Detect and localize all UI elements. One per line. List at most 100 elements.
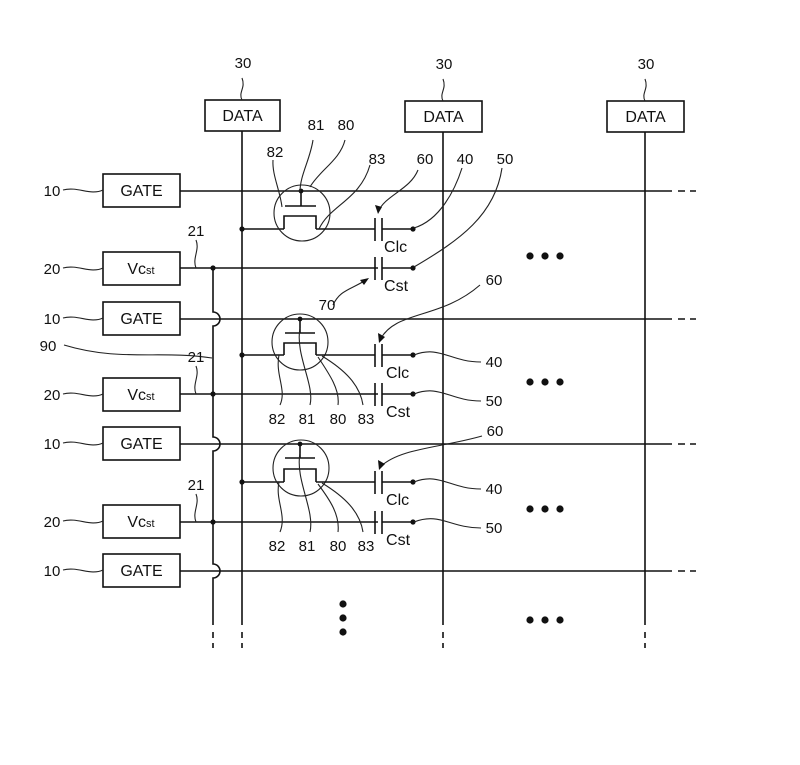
gate-label: GATE bbox=[120, 436, 162, 453]
junction-dot bbox=[298, 317, 303, 322]
ref-50: 50 bbox=[486, 393, 503, 410]
ref-50: 50 bbox=[497, 151, 514, 168]
cst-capacitor: Cst bbox=[375, 511, 416, 549]
data-block-3: DATA 30 bbox=[607, 56, 684, 132]
ref-40: 40 bbox=[486, 354, 503, 371]
ref-83: 83 bbox=[358, 538, 375, 555]
leader-40 bbox=[414, 352, 481, 362]
ellipsis-dot bbox=[541, 252, 548, 259]
tft bbox=[274, 185, 330, 241]
data-label: DATA bbox=[423, 109, 464, 126]
leader-83 bbox=[322, 356, 363, 405]
leader-50 bbox=[414, 391, 481, 401]
ref-81: 81 bbox=[299, 538, 316, 555]
junction-dot bbox=[299, 189, 304, 194]
clc-label: Clc bbox=[386, 365, 409, 382]
leader-82 bbox=[278, 482, 282, 532]
gate-label: GATE bbox=[120, 183, 162, 200]
ref-60: 60 bbox=[417, 151, 434, 168]
ellipsis-dot bbox=[526, 616, 533, 623]
ref-80: 80 bbox=[338, 117, 355, 134]
cst-label: Cst bbox=[386, 532, 411, 549]
ref-10: 10 bbox=[44, 563, 61, 580]
leader-10 bbox=[63, 189, 103, 192]
leader-81 bbox=[299, 453, 311, 532]
ref-30: 30 bbox=[436, 56, 453, 73]
ref-21: 21 bbox=[188, 477, 205, 494]
ref-60: 60 bbox=[487, 423, 504, 440]
data-label: DATA bbox=[222, 108, 263, 125]
junction-dot bbox=[210, 519, 215, 524]
ellipsis-row-3 bbox=[526, 505, 563, 512]
leader-50 bbox=[414, 168, 502, 267]
ellipsis-dot bbox=[339, 628, 346, 635]
leader-30 bbox=[241, 78, 243, 100]
pixel-1: Clc Cst 82 81 80 83 60 40 50 70 bbox=[239, 117, 513, 314]
channel bbox=[284, 216, 316, 229]
ellipsis-dot bbox=[526, 252, 533, 259]
ref-10: 10 bbox=[44, 436, 61, 453]
gate-row-1: GATE 10 bbox=[44, 174, 696, 207]
data-block-1: DATA 30 bbox=[205, 55, 280, 131]
cst-label: Cst bbox=[384, 278, 409, 295]
leader-10 bbox=[63, 442, 103, 445]
ref-20: 20 bbox=[44, 261, 61, 278]
leader-83 bbox=[319, 165, 370, 229]
junction-dot bbox=[298, 442, 303, 447]
arrowhead bbox=[378, 460, 385, 470]
data-block-2: DATA 30 bbox=[405, 56, 482, 132]
clc-capacitor: Clc bbox=[375, 471, 416, 509]
ref-81: 81 bbox=[308, 117, 325, 134]
cst-capacitor: Cst bbox=[375, 383, 416, 421]
gate-label: GATE bbox=[120, 311, 162, 328]
ellipsis-dot bbox=[556, 252, 563, 259]
gate-row-3: GATE 10 bbox=[44, 427, 696, 460]
ellipsis-dot bbox=[526, 505, 533, 512]
ref-90: 90 bbox=[40, 338, 57, 355]
ref-30: 30 bbox=[638, 56, 655, 73]
junction-dot bbox=[239, 352, 244, 357]
ref-30: 30 bbox=[235, 55, 252, 72]
gate-row-4: GATE 10 bbox=[44, 554, 696, 587]
cst-capacitor: Cst bbox=[375, 257, 416, 295]
ellipsis-dot bbox=[556, 378, 563, 385]
ref-70: 70 bbox=[319, 297, 336, 314]
ref-20: 20 bbox=[44, 514, 61, 531]
leader-83 bbox=[322, 483, 363, 532]
ellipsis-row-4 bbox=[526, 616, 563, 623]
leader-50 bbox=[414, 519, 481, 528]
ellipsis-dot bbox=[541, 616, 548, 623]
ellipsis-dot bbox=[541, 505, 548, 512]
leader-60 bbox=[380, 436, 482, 467]
clc-label: Clc bbox=[384, 239, 407, 256]
leader-10 bbox=[63, 317, 103, 320]
leader-21 bbox=[195, 494, 197, 522]
tft bbox=[272, 314, 328, 370]
junction-dot bbox=[210, 391, 215, 396]
leader-40 bbox=[414, 168, 462, 228]
junction-dot bbox=[210, 265, 215, 270]
clc-capacitor: Clc bbox=[375, 344, 416, 382]
pixel-2: Clc Cst 82 81 80 83 60 40 50 bbox=[239, 272, 502, 428]
ref-40: 40 bbox=[457, 151, 474, 168]
ref-82: 82 bbox=[267, 144, 284, 161]
leader-10 bbox=[63, 569, 103, 572]
ref-82: 82 bbox=[269, 411, 286, 428]
ref-21: 21 bbox=[188, 223, 205, 240]
junction-dot bbox=[239, 226, 244, 231]
ellipsis-dot bbox=[556, 505, 563, 512]
leader-70 bbox=[333, 280, 366, 305]
ellipsis-dot bbox=[541, 378, 548, 385]
leader-30 bbox=[644, 79, 646, 101]
leader-20 bbox=[63, 393, 103, 396]
ref-10: 10 bbox=[44, 311, 61, 328]
leader-81 bbox=[300, 140, 313, 192]
vertical-ellipsis bbox=[339, 600, 346, 635]
clc-label: Clc bbox=[386, 492, 409, 509]
ref-60: 60 bbox=[486, 272, 503, 289]
data-label: DATA bbox=[625, 109, 666, 126]
gate-label: GATE bbox=[120, 563, 162, 580]
ellipsis-dot bbox=[339, 614, 346, 621]
ellipsis-row-1 bbox=[526, 252, 563, 259]
ellipsis-dot bbox=[339, 600, 346, 607]
